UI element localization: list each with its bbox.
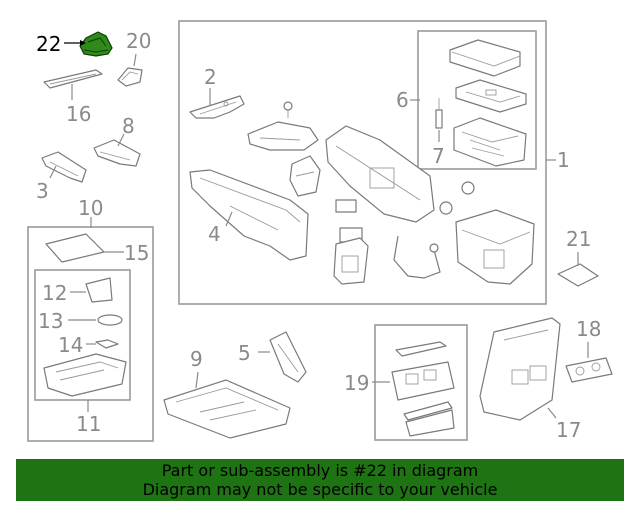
callout-13: 13 bbox=[38, 309, 63, 333]
part-22-knob[interactable] bbox=[79, 31, 113, 57]
part-17-rear-panel bbox=[479, 317, 561, 421]
callout-15: 15 bbox=[124, 241, 149, 265]
console-cupholder bbox=[333, 237, 369, 285]
callout-16: 16 bbox=[66, 102, 91, 126]
part-7-bulb bbox=[435, 98, 443, 129]
console-wire-harness bbox=[393, 235, 441, 279]
callout-18: 18 bbox=[576, 317, 601, 341]
console-small-bracket bbox=[289, 155, 321, 197]
part-8-trim bbox=[93, 139, 141, 167]
callout-21: 21 bbox=[566, 227, 591, 251]
part-16-strip bbox=[43, 69, 103, 89]
console-main-body bbox=[325, 125, 435, 223]
part-4-side-panel bbox=[189, 169, 309, 261]
part-21-pad bbox=[557, 263, 599, 287]
callout-20: 20 bbox=[126, 29, 151, 53]
callout-10: 10 bbox=[78, 196, 103, 220]
parts-diagram: 22 20 16 2 8 3 bbox=[27, 20, 613, 442]
part-5-bezel bbox=[269, 331, 307, 383]
banner-line-1: Part or sub-assembly is #22 in diagram bbox=[161, 461, 479, 480]
part-9-floor-tray bbox=[163, 379, 291, 439]
group-box-main-console bbox=[178, 20, 547, 305]
console-upper-bracket bbox=[247, 121, 319, 151]
part-3-trim bbox=[41, 151, 87, 183]
callout-7: 7 bbox=[432, 144, 445, 168]
part-6-tray bbox=[455, 79, 527, 113]
part-2-bracket bbox=[189, 95, 245, 119]
callout-2: 2 bbox=[204, 65, 217, 89]
part-11-tray bbox=[43, 353, 127, 397]
part-14-clip bbox=[95, 339, 119, 349]
notice-banner: Part or sub-assembly is #22 in diagram D… bbox=[16, 459, 624, 501]
part-13-ring bbox=[97, 314, 123, 326]
callout-9: 9 bbox=[190, 347, 203, 371]
part-6-lid bbox=[449, 39, 521, 77]
part-12-bracket bbox=[85, 277, 113, 303]
callout-12: 12 bbox=[42, 281, 67, 305]
console-rear-box bbox=[455, 209, 535, 285]
part-19-frame bbox=[403, 401, 455, 437]
part-20-pad bbox=[117, 67, 143, 87]
callout-1: 1 bbox=[557, 148, 570, 172]
part-18-switch-panel bbox=[565, 357, 613, 383]
callout-8: 8 bbox=[122, 114, 135, 138]
callout-17: 17 bbox=[556, 418, 581, 442]
part-19-panel bbox=[391, 361, 455, 401]
part-6-panel bbox=[453, 117, 527, 167]
console-clip-screw bbox=[283, 101, 293, 118]
callout-5: 5 bbox=[238, 341, 251, 365]
callout-14: 14 bbox=[58, 333, 83, 357]
callout-19: 19 bbox=[344, 371, 369, 395]
group-box-11 bbox=[34, 269, 131, 401]
banner-line-2: Diagram may not be specific to your vehi… bbox=[142, 480, 498, 499]
callout-22: 22 bbox=[36, 32, 61, 56]
part-19-strip bbox=[395, 341, 447, 357]
console-switch bbox=[335, 199, 357, 213]
callout-3: 3 bbox=[36, 179, 49, 203]
console-knob bbox=[439, 181, 475, 215]
callout-6: 6 bbox=[396, 88, 409, 112]
callout-4: 4 bbox=[208, 222, 221, 246]
callout-11: 11 bbox=[76, 412, 101, 436]
part-15-mat bbox=[45, 233, 105, 263]
